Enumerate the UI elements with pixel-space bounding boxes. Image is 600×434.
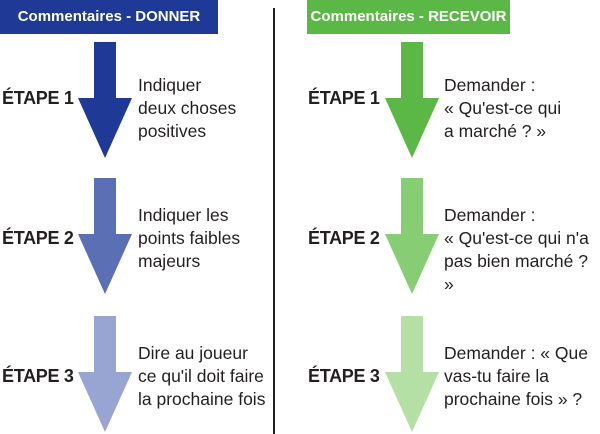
- give-step-3-arrow-shape: [78, 316, 132, 432]
- receive-step-2-arrow-shape: [385, 178, 439, 294]
- receive-step-3-arrow-shape: [385, 316, 439, 432]
- receive-step-1-text: Demander : « Qu'est-ce qui a marché ? »: [444, 75, 562, 141]
- give-step-2-label: ÉTAPE 2: [2, 228, 74, 248]
- give-feedback-header: Commentaires - DONNER: [0, 0, 218, 34]
- receive-step-2-arrow-icon: [385, 178, 439, 294]
- receive-step-3-label: ÉTAPE 3: [308, 366, 380, 386]
- give-step-2-text: Indiquer les points faibles majeurs: [138, 205, 241, 271]
- column-divider: [273, 8, 275, 434]
- give-step-1-text: Indiquer deux choses positives: [138, 75, 237, 141]
- receive-step-2-text: Demander : « Qu'est-ce qui n'a pas bien …: [444, 205, 589, 294]
- receive-step-2-label: ÉTAPE 2: [308, 228, 380, 248]
- give-step-3-arrow-icon: [78, 316, 132, 432]
- give-step-1-arrow-icon: [78, 42, 132, 158]
- give-step-2-arrow-icon: [78, 178, 132, 294]
- give-step-3-text: Dire au joueur ce qu'il doit faire la pr…: [138, 343, 266, 409]
- give-step-1-label: ÉTAPE 1: [2, 88, 74, 108]
- receive-step-3-text: Demander : « Que vas-tu faire la prochai…: [444, 343, 588, 409]
- receive-step-1-arrow-icon: [385, 42, 439, 158]
- receive-feedback-header: Commentaires - RECEVOIR: [307, 0, 510, 34]
- receive-step-3-arrow-icon: [385, 316, 439, 432]
- receive-step-1-label: ÉTAPE 1: [308, 88, 380, 108]
- receive-step-1-arrow-shape: [385, 42, 439, 158]
- give-step-1-arrow-shape: [78, 42, 132, 158]
- give-step-2-arrow-shape: [78, 178, 132, 294]
- give-step-3-label: ÉTAPE 3: [2, 366, 74, 386]
